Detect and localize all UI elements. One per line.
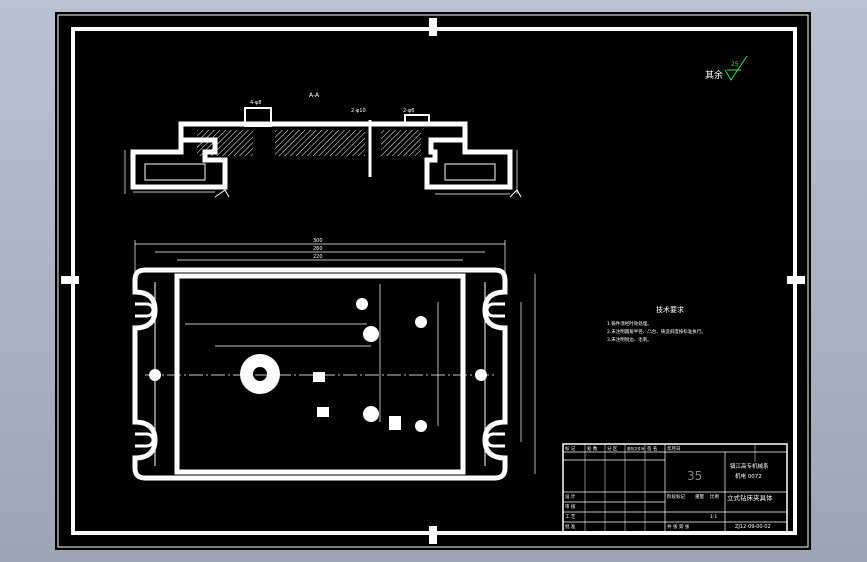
u-slot-tl (135, 302, 155, 318)
roughness-check (724, 55, 748, 81)
section-view: A-A 4-φ8 2-φ10 2-φ6 (124, 92, 522, 198)
drawing-sheet: A-A 4-φ8 2-φ10 2-φ6 300 (57, 14, 809, 548)
roughness-symbol: 其余 25 (705, 55, 748, 81)
hole-3 (415, 316, 427, 328)
technical-requirements: 技术要求 1.铸件须经时效处理。 2.未注明圆角半径、凸台、铸造斜度按标准执行。… (607, 305, 706, 343)
tb-drawing-number: ZJ12-09-00-02 (735, 524, 771, 530)
tb-drawing-title: 立式钻床夹具体 (727, 493, 773, 502)
tb-row-4: 批 准 (565, 523, 576, 530)
title-block: 标 记 处 数 分 区 更改文件号 签 名 年月日 35 镇江高专机械系 机电 … (562, 443, 788, 533)
plan-view: 300 260 220 (132, 238, 536, 481)
tb-scale: 1:1 (710, 514, 717, 520)
center-mark-top (429, 18, 437, 36)
roughness-value: 25 (731, 61, 739, 68)
tb-header-6: 年月日 (667, 445, 681, 452)
right-boss (404, 114, 430, 126)
plan-dim-1: 300 (313, 238, 323, 244)
tb-material: 35 (687, 469, 702, 483)
tb-sheet: 共 张 第 张 (667, 523, 690, 530)
tech-req-item-2: 2.未注明圆角半径、凸台、铸造斜度按标准执行。 (607, 328, 706, 335)
tech-req-item-3: 3.未注明锐边、毛刺。 (607, 336, 652, 343)
u-slot-tr (485, 302, 505, 318)
tb-header-5: 签 名 (647, 445, 657, 452)
tb-header-1: 标 记 (565, 445, 576, 452)
tb-header-3: 分 区 (607, 445, 618, 452)
cad-drawing-viewport[interactable]: A-A 4-φ8 2-φ10 2-φ6 300 (55, 12, 811, 550)
tb-stage-label: 阶段标记 (667, 493, 685, 500)
tb-row-1: 设 计 (565, 493, 576, 500)
center-mark-right (787, 276, 805, 284)
pad-2 (317, 407, 329, 417)
tb-school: 镇江高专机械系 (730, 462, 769, 470)
section-top-web (178, 121, 468, 140)
tb-weight-label: 重量 (695, 493, 704, 500)
hatch-region-3 (381, 130, 421, 156)
top-dim-3: 2-φ6 (403, 108, 414, 114)
center-mark-bottom (429, 526, 437, 544)
tb-header-4: 更改文件号 (627, 446, 645, 451)
tech-req-title: 技术要求 (656, 305, 684, 314)
inner-pocket (174, 273, 466, 475)
tb-scale-label: 比例 (710, 493, 719, 500)
tb-row-2: 审 核 (565, 503, 576, 510)
sheet-edge (57, 14, 809, 548)
top-dim-2: 2-φ10 (351, 108, 366, 114)
tb-header-2: 处 数 (587, 445, 598, 452)
tb-row-3: 工 艺 (565, 514, 576, 520)
plan-dim-3: 220 (313, 254, 323, 260)
center-mark-left (61, 276, 79, 284)
plan-dim-2: 260 (313, 246, 323, 252)
drawing-frame (71, 27, 797, 535)
hatch-region-1 (197, 130, 253, 156)
top-dim-1: 4-φ8 (250, 100, 261, 106)
slot-right (444, 163, 496, 181)
section-label: A-A (309, 92, 320, 99)
hole-4 (363, 406, 379, 422)
hole-2 (363, 326, 379, 342)
hole-5 (415, 420, 427, 432)
slot-left (144, 163, 206, 181)
tb-class: 机电 0072 (735, 472, 762, 480)
section-right-flange (424, 137, 513, 190)
roughness-prefix: 其余 (705, 69, 723, 81)
top-boss (244, 107, 272, 127)
tech-req-item-1: 1.铸件须经时效处理。 (607, 320, 652, 327)
u-slot-br (485, 432, 505, 448)
main-bore-inner (253, 367, 267, 381)
hole-1 (356, 298, 368, 310)
pad-3 (389, 416, 401, 430)
pad-1 (313, 372, 325, 382)
hatch-region-2 (275, 130, 365, 156)
u-slot-bl (135, 432, 155, 448)
